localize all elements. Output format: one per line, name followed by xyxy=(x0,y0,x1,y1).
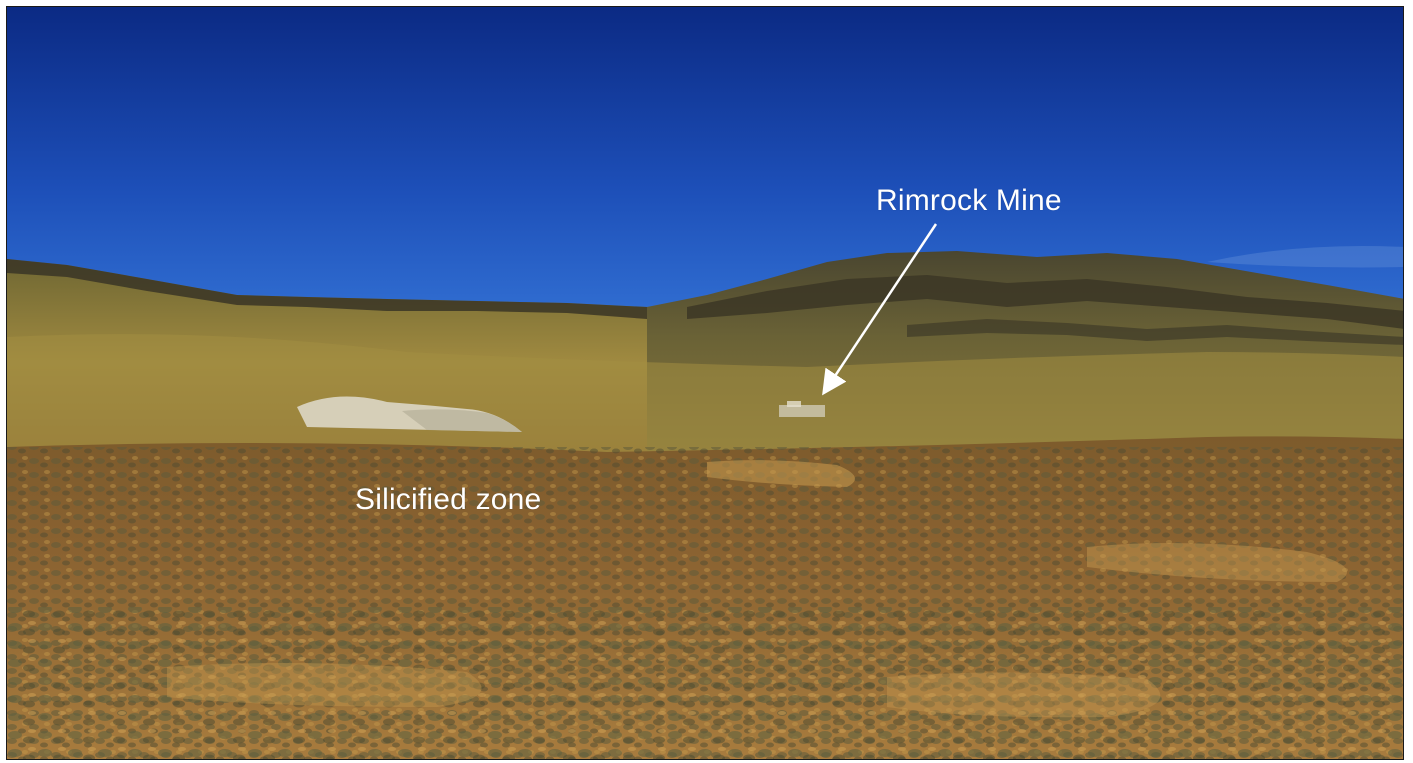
mountain-cliffs-lower xyxy=(907,319,1403,345)
tailings-shadow xyxy=(402,409,522,432)
mid-slope xyxy=(7,334,1403,477)
mine-site xyxy=(779,401,825,417)
photo-frame: Rimrock Mine Silicified zone xyxy=(6,6,1404,760)
left-ridge-cliffs xyxy=(7,259,647,319)
silicified-zone-label: Silicified zone xyxy=(355,483,542,516)
lit-grass-patch-2 xyxy=(1087,543,1347,582)
landscape-photo xyxy=(7,7,1403,759)
cirrus-cloud xyxy=(1207,246,1403,268)
foreground-brush-dense xyxy=(7,607,1403,759)
lit-grass-patch xyxy=(707,460,855,487)
mine-arrow xyxy=(822,223,938,396)
rimrock-mine-label: Rimrock Mine xyxy=(876,184,1062,217)
lit-grass-patch-3 xyxy=(167,663,482,707)
lit-grass-patch-4 xyxy=(887,672,1161,718)
mountain-cliffs xyxy=(687,275,1403,329)
